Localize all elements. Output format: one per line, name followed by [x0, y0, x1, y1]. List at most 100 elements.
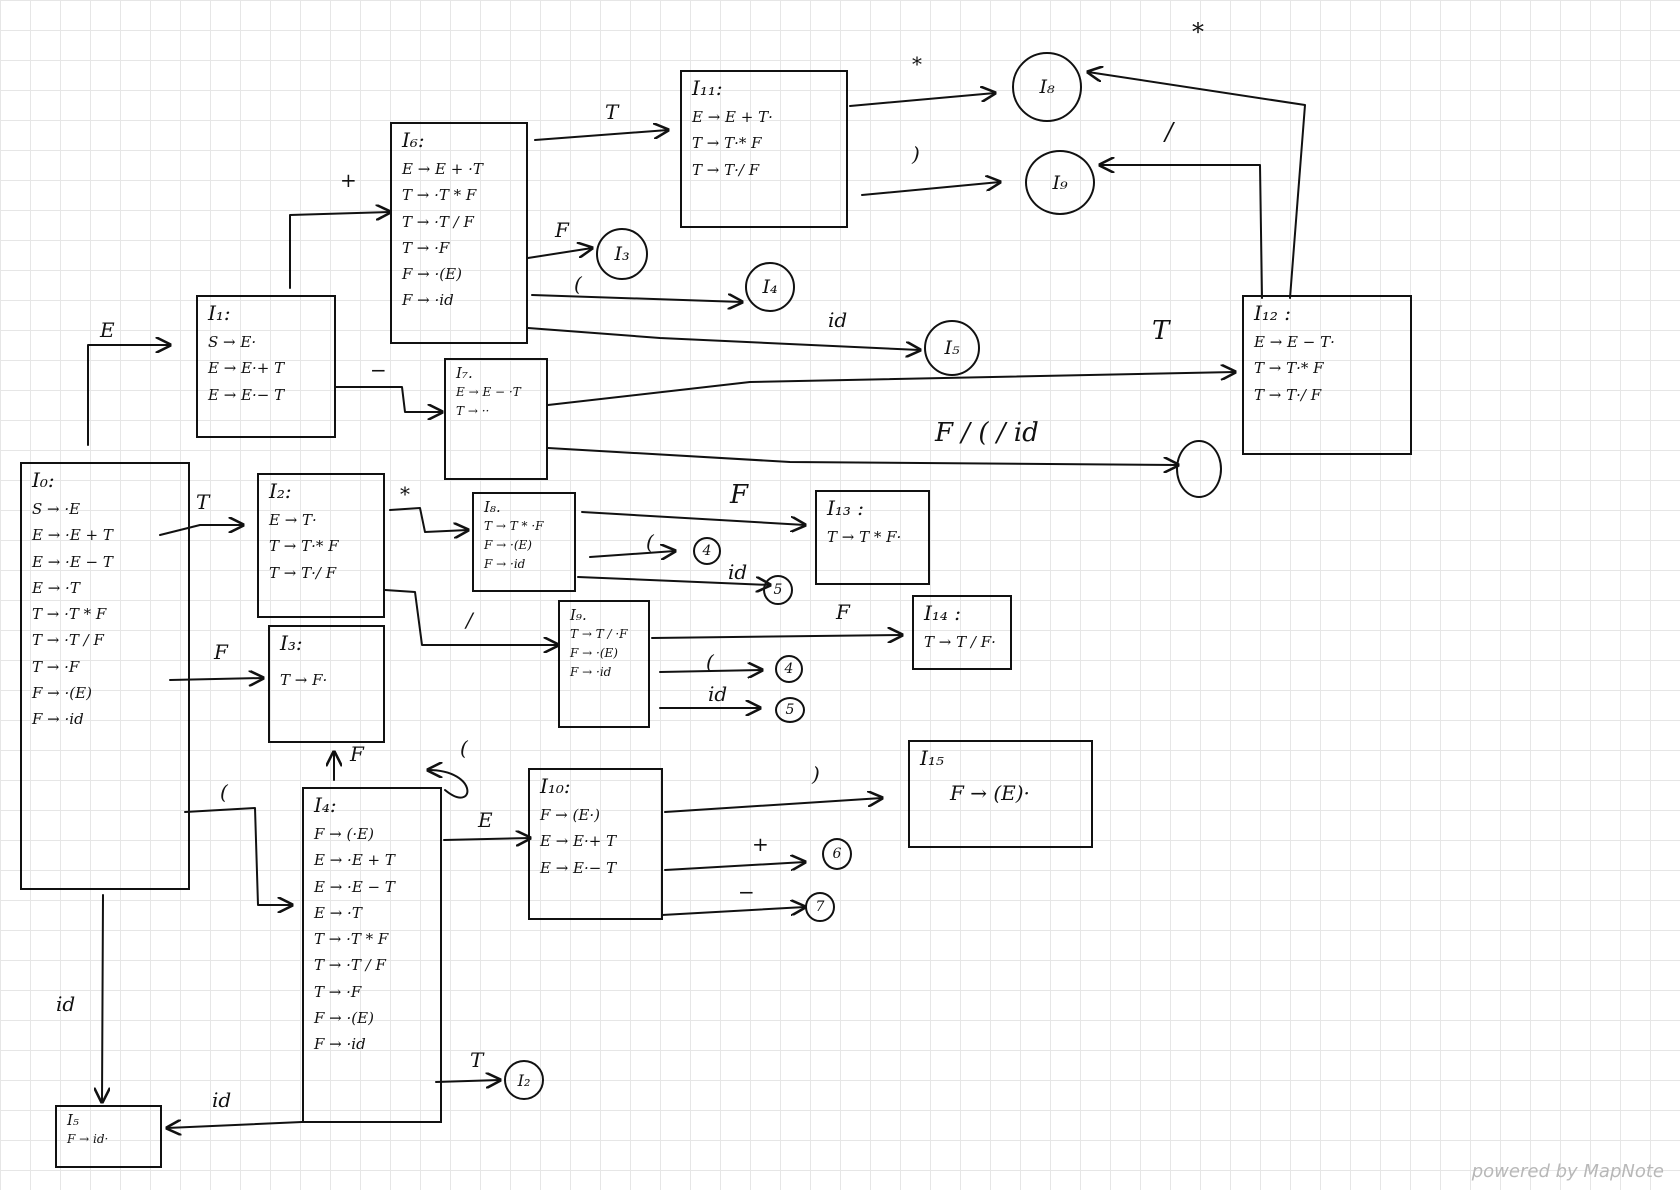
item: E → E − T·	[1254, 333, 1335, 351]
item: E → E·− T	[208, 385, 285, 404]
edge-label-e6-11: T	[605, 100, 619, 124]
edge-i0-i5	[102, 894, 103, 1102]
state-i13-title: I₁₃ :	[827, 496, 865, 520]
item: E → E + T·	[692, 108, 773, 126]
item: T → T·/ F	[692, 160, 760, 179]
item: E → ·E + T	[314, 851, 395, 870]
edge-label-e12-8: *	[1192, 18, 1204, 46]
item: F → ·(E)	[402, 265, 462, 283]
item: T → ·T / F	[314, 956, 386, 975]
item: F → ·(E)	[484, 538, 532, 553]
item: E → ·E + T	[32, 526, 113, 545]
state-i3: I₃: T → F·	[268, 625, 385, 743]
edge-i11-i8	[849, 93, 995, 107]
ref-circle-i8: I₈	[1012, 52, 1082, 122]
ref-circle-i2-from-i4: I₂	[504, 1060, 544, 1100]
item: F → ·(E)	[314, 1008, 374, 1027]
edge-label-e6-3: F	[555, 218, 569, 242]
edge-label-e4-4: (	[460, 736, 468, 760]
state-i2-title: I₂:	[269, 479, 292, 503]
edge-label-e0-5: id	[56, 992, 76, 1016]
edge-i9-i14	[651, 635, 902, 638]
state-i2: I₂: E → T· T → T·* F T → T·/ F	[257, 473, 385, 618]
item: E → E·− T	[540, 858, 617, 877]
state-i4: I₄: F → (·E) E → ·E + T E → ·E − T E → ·…	[302, 787, 442, 1123]
state-i8-title: I₈.	[484, 498, 501, 516]
edge-label-e10-7: −	[738, 880, 755, 904]
state-i15: I₁₅ F → (E)·	[908, 740, 1093, 848]
edge-i6-i4	[531, 295, 742, 302]
edge-i8-i5	[577, 576, 770, 585]
ref-circle-blank	[1176, 440, 1222, 498]
state-i8: I₈. T → T * ·F F → ·(E) F → ·id	[472, 492, 576, 592]
edge-label-e8-4: (	[646, 530, 654, 554]
item: E → ·T	[32, 578, 80, 597]
item: T → T·* F	[1254, 359, 1324, 378]
ref-circle-i9: I₉	[1025, 150, 1095, 215]
edge-i0-i2	[159, 525, 243, 536]
edge-label-e10-6: +	[752, 832, 769, 856]
item: F → ·(E)	[570, 646, 618, 661]
item: T → ·F	[402, 238, 450, 257]
item: T → ·F	[32, 657, 80, 676]
state-i10: I₁₀: F → (E·) E → E·+ T E → E·− T	[528, 768, 663, 920]
ref-circle-i4: I₄	[745, 262, 795, 312]
ref-circle-5-from-i9: 5	[775, 697, 805, 723]
state-i5: I₅ F → id·	[55, 1105, 162, 1168]
item: F → (E)·	[950, 781, 1030, 805]
ref-circle-4-from-i9: 4	[775, 655, 803, 683]
state-i1: I₁: S → E· E → E·+ T E → E·− T	[196, 295, 336, 438]
item: F → ·id	[570, 665, 612, 680]
edge-label-e0-4: (	[220, 780, 228, 804]
ref-circle-7: 7	[805, 892, 835, 922]
item: F → (E·)	[540, 806, 600, 824]
edge-i6-i5	[527, 327, 920, 350]
item: T → T·/ F	[1254, 385, 1322, 404]
edge-label-e4-2: T	[470, 1048, 484, 1072]
item: T → T / ·F	[570, 627, 628, 641]
item: T → ·T * F	[32, 605, 107, 623]
item: F → id·	[67, 1132, 109, 1146]
edge-i0-i1	[87, 345, 170, 446]
item: T → T·* F	[692, 134, 762, 153]
state-i0: I₀: S → ·E E → ·E + T E → ·E − T E → ·T …	[20, 462, 190, 890]
item: T → T·/ F	[269, 563, 337, 582]
state-i3-title: I₃:	[280, 631, 303, 655]
state-i5-title: I₅	[67, 1111, 79, 1129]
item: T → ·T * F	[314, 930, 389, 948]
item: T → T / F·	[924, 633, 996, 651]
ref-circle-i5: I₅	[924, 320, 980, 376]
state-i13: I₁₃ : T → T * F·	[815, 490, 930, 585]
edge-i12-i8	[1088, 72, 1306, 299]
edge-label-e0-2: T	[196, 490, 210, 514]
edge-i4-i2	[435, 1080, 500, 1082]
edge-i7-blank	[547, 447, 1178, 465]
item: F → ·(E)	[32, 683, 92, 702]
item: T → ·T / F	[32, 631, 104, 650]
edge-i12-i9	[1100, 165, 1263, 299]
edge-label-e7-12: T	[1152, 316, 1170, 346]
state-i7-title: I₇.	[456, 364, 473, 382]
state-i4-title: I₄:	[314, 793, 337, 817]
item: E → T·	[269, 511, 317, 529]
item: E → E·+ T	[208, 359, 285, 378]
item: E → ·T	[314, 903, 362, 922]
item: T → ·T * F	[402, 186, 477, 205]
edge-i8-i4	[589, 551, 675, 557]
edge-label-e9-14: F	[836, 600, 850, 624]
state-i14: I₁₄ : T → T / F·	[912, 595, 1012, 670]
item: T → ··	[456, 404, 490, 419]
state-i12: I₁₂ : E → E − T· T → T·* F T → T·/ F	[1242, 295, 1412, 455]
edge-i6-i11	[534, 130, 668, 141]
powered-by-footer: powered by MapNote	[1471, 1161, 1664, 1182]
state-i9: I₉. T → T / ·F F → ·(E) F → ·id	[558, 600, 650, 728]
state-i6-title: I₆:	[402, 128, 425, 152]
edge-label-e4-5: id	[212, 1088, 232, 1112]
edge-label-e8-5: id	[728, 560, 748, 584]
edge-i4-i5	[167, 1122, 303, 1128]
item: E → E + ·T	[402, 160, 483, 178]
edge-i10-i6	[664, 862, 805, 871]
edge-label-e2-9: /	[466, 608, 473, 632]
edge-label-e11-8: *	[912, 52, 922, 76]
